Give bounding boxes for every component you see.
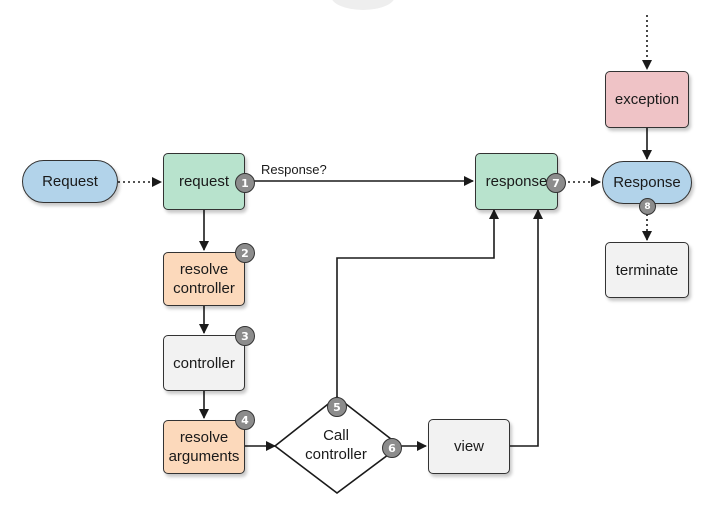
resolve-controller-line-2: controller — [173, 280, 235, 297]
step-badge-5: 5 — [327, 397, 347, 417]
response-pill-label: Response — [613, 174, 681, 191]
view-box: view — [428, 419, 510, 474]
step-badge-6: 6 — [382, 438, 402, 458]
response-box-label: response — [485, 173, 548, 190]
resolve-arguments-line-2: arguments — [168, 448, 240, 465]
edge-view-to-response — [510, 209, 543, 447]
resolve-arguments-line-1: resolve — [179, 429, 229, 446]
request-pill-label: Request — [42, 173, 98, 190]
top-shadow-decoration — [332, 0, 394, 10]
step-badge-8: 8 — [639, 198, 656, 215]
response-box: response — [475, 153, 558, 210]
call-controller-line-1: Call — [323, 427, 349, 444]
step-badge-7: 7 — [546, 173, 566, 193]
call-controller-line-2: controller — [305, 446, 367, 463]
exception-box: exception — [605, 71, 689, 128]
request-box-label: request — [178, 173, 230, 190]
resolve-controller-box: resolve controller — [163, 252, 245, 306]
step-badge-1: 1 — [235, 173, 255, 193]
exception-label: exception — [614, 91, 680, 108]
controller-label: controller — [173, 354, 235, 372]
terminate-box: terminate — [605, 242, 689, 298]
request-pill: Request — [22, 160, 118, 203]
request-box: request — [163, 153, 245, 210]
response-question-label: Response? — [261, 162, 327, 177]
step-badge-4: 4 — [235, 410, 255, 430]
call-controller-label: Call controller — [290, 426, 382, 464]
resolve-arguments-box: resolve arguments — [163, 420, 245, 474]
response-pill: Response — [602, 161, 692, 204]
terminate-label: terminate — [615, 261, 679, 279]
view-label: view — [453, 438, 484, 455]
edge-call-to-response — [336, 209, 499, 397]
call-controller-diamond — [273, 395, 402, 495]
step-badge-2: 2 — [235, 243, 255, 263]
controller-box: controller — [163, 335, 245, 391]
resolve-controller-line-1: resolve — [179, 261, 229, 278]
step-badge-3: 3 — [235, 326, 255, 346]
